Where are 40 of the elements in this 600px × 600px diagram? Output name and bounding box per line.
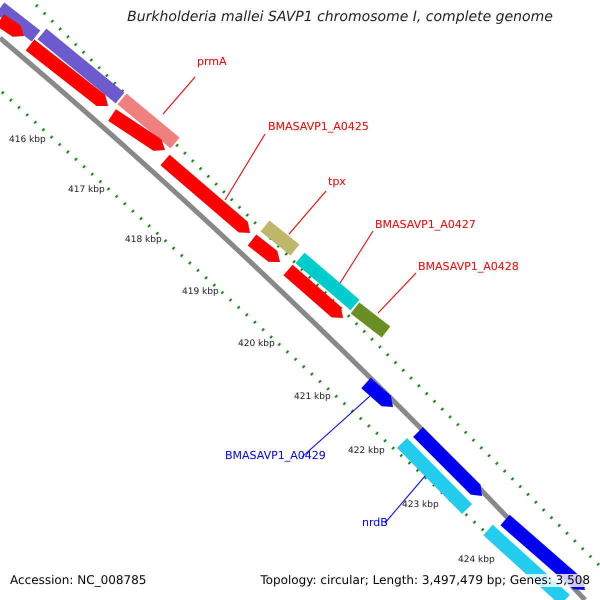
tick-label: 419 kbp xyxy=(182,288,219,298)
gene-bar xyxy=(118,94,180,148)
footer-text: Topology: circular; Length: 3,497,479 bp; Genes: 3,508 xyxy=(260,574,590,588)
gene-bar xyxy=(38,28,124,104)
tick-label: 417 kbp xyxy=(68,186,105,196)
gene-bar xyxy=(296,252,360,310)
gene-label: prmA xyxy=(197,56,227,68)
gene-bar xyxy=(108,109,165,151)
leader-line xyxy=(340,230,374,284)
gene-bar xyxy=(0,14,24,37)
gene-bar xyxy=(361,378,393,407)
tick-label: 423 kbp xyxy=(402,501,439,511)
gene-bar xyxy=(160,154,250,233)
leader-line xyxy=(162,76,196,114)
tick-label: 421 kbp xyxy=(294,393,331,403)
tick-label: 420 kbp xyxy=(238,340,275,350)
gene-bar xyxy=(413,427,482,496)
gene-bar xyxy=(397,438,472,514)
gene-label: nrdB xyxy=(362,517,388,530)
gene-label: BMASAVP1_A0429 xyxy=(225,450,326,462)
tick-label: 422 kbp xyxy=(348,447,385,457)
leader-line xyxy=(378,272,416,314)
gene-bar xyxy=(283,264,343,318)
leader-line xyxy=(302,396,370,458)
leader-line xyxy=(384,476,426,524)
leader-line xyxy=(224,134,266,200)
gene-label: BMASAVP1_A0425 xyxy=(268,121,369,134)
tick-label: 424 kbp xyxy=(458,556,495,566)
gene-bar xyxy=(248,234,280,262)
leader-line xyxy=(288,190,326,234)
title: Burkholderia mallei SAVP1 chromosome I, complete genome xyxy=(126,10,554,26)
tick-label: 416 kbp xyxy=(9,136,46,146)
footer-text: Accession: NC_008785 xyxy=(10,574,146,588)
gene-bar xyxy=(26,40,108,106)
gene-label: tpx xyxy=(328,176,346,188)
gene-bar xyxy=(350,302,390,338)
gene-bar xyxy=(260,220,300,256)
tick-label: 418 kbp xyxy=(125,236,162,246)
gene-label: BMASAVP1_A0428 xyxy=(418,261,519,274)
gene-label: BMASAVP1_A0427 xyxy=(375,219,476,232)
